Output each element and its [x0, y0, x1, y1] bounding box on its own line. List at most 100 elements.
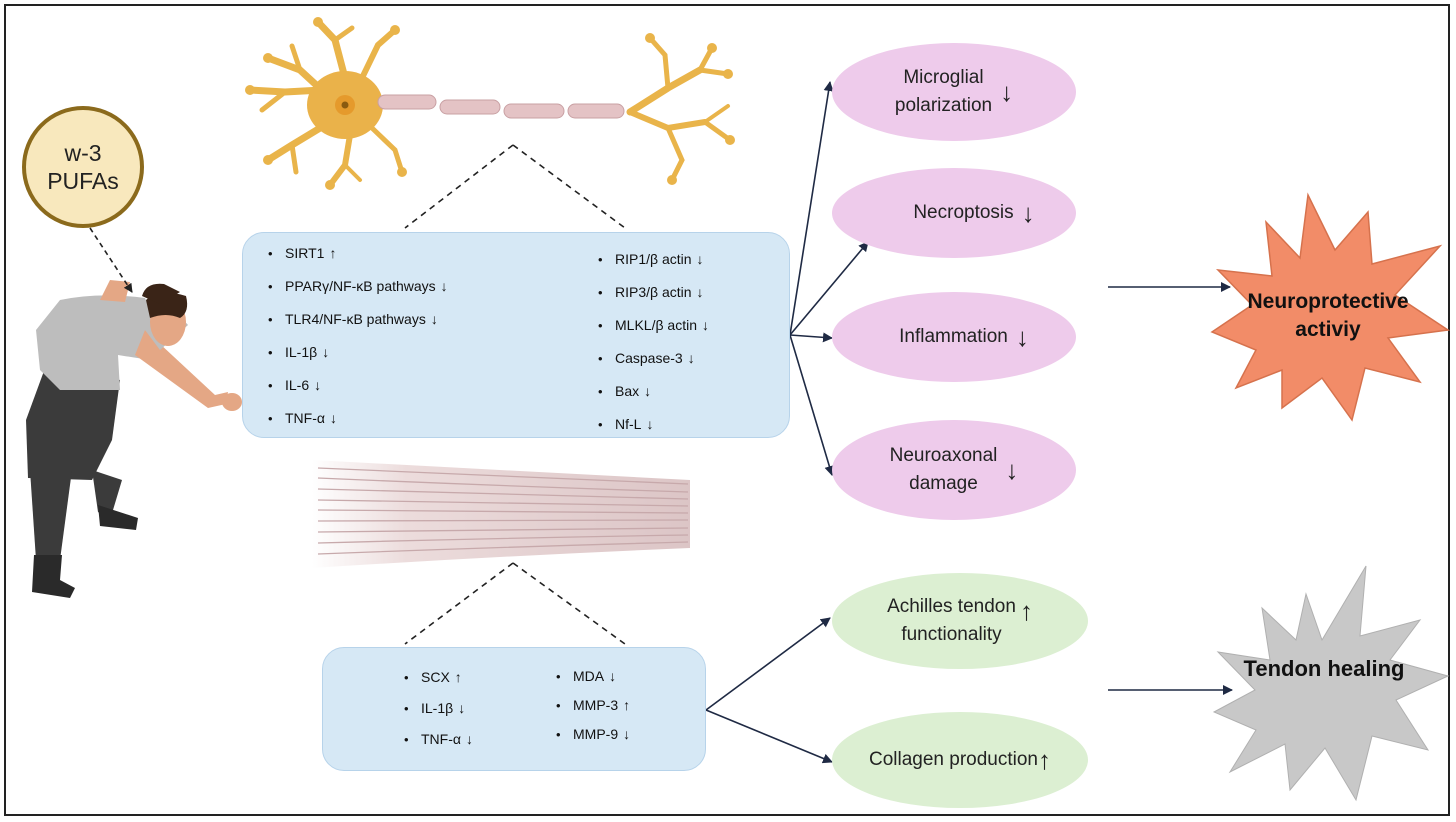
tendon-markers-right-list: MDA↓MMP-3↑MMP-9↓	[556, 668, 631, 755]
marker-label: Nf-L	[615, 416, 642, 432]
marker-label: IL-1β	[285, 344, 318, 360]
marker-label: SCX	[421, 669, 450, 685]
achilles-tendon-ellipse: Achilles tendon functionality ↑	[832, 573, 1088, 669]
marker-item: SCX↑	[404, 669, 473, 686]
nerve-outcome-arrows	[789, 81, 869, 476]
marker-label: PPARγ/NF-κB pathways	[285, 278, 436, 294]
marker-label: MDA	[573, 668, 605, 684]
neuroprotective-burst	[1210, 192, 1451, 422]
marker-item: TNF-α↓	[268, 410, 448, 427]
marker-label: TNF-α	[421, 731, 461, 747]
tendon-illustration	[312, 460, 690, 568]
inflammation-ellipse: Inflammation ↓	[832, 292, 1076, 382]
collagen-production-ellipse: Collagen production ↑	[832, 712, 1088, 808]
neuroprotective-line2: activiy	[1295, 318, 1361, 341]
marker-item: PPARγ/NF-κB pathways↓	[268, 278, 448, 295]
up-arrow-icon: ↑	[623, 697, 631, 713]
necroptosis-label: Necroptosis	[913, 202, 1014, 223]
inflammation-arrow: ↓	[1015, 322, 1029, 352]
down-arrow-icon: ↓	[701, 317, 709, 333]
marker-item: IL-1β↓	[268, 344, 448, 361]
marker-label: MMP-9	[573, 726, 619, 742]
marker-label: SIRT1	[285, 245, 325, 261]
marker-label: TNF-α	[285, 410, 325, 426]
figure-frame	[4, 4, 1450, 816]
neuroaxonal-line1: Neuroaxonal	[889, 445, 998, 466]
pufa-line2: PUFAs	[47, 168, 119, 194]
up-arrow-icon: ↑	[454, 669, 462, 685]
necroptosis-ellipse: Necroptosis ↓	[832, 168, 1076, 258]
achilles-line2: functionality	[901, 624, 1002, 645]
marker-item: Nf-L↓	[598, 416, 709, 433]
pufa-line1: w-3	[64, 140, 102, 166]
down-arrow-icon: ↓	[646, 416, 654, 432]
up-arrow-icon: ↑	[329, 245, 337, 261]
marker-item: SIRT1↑	[268, 245, 448, 262]
down-arrow-icon: ↓	[696, 284, 704, 300]
marker-item: Caspase-3↓	[598, 350, 709, 367]
marker-label: Bax	[615, 383, 640, 399]
marker-label: IL-1β	[421, 700, 454, 716]
down-arrow-icon: ↓	[644, 383, 652, 399]
marker-label: MLKL/β actin	[615, 317, 697, 333]
axon-myelin	[377, 94, 625, 119]
marker-label: RIP3/β actin	[615, 284, 692, 300]
down-arrow-icon: ↓	[430, 311, 438, 327]
marker-item: TLR4/NF-κB pathways↓	[268, 311, 448, 328]
microglial-line1: Microglial	[903, 67, 984, 88]
neuroaxonal-arrow: ↓	[1005, 455, 1019, 485]
down-arrow-icon: ↓	[329, 410, 337, 426]
inflammation-label: Inflammation	[899, 326, 1008, 347]
marker-item: RIP3/β actin↓	[598, 284, 709, 301]
marker-item: RIP1/β actin↓	[598, 251, 709, 268]
pufa-to-person-arrow	[89, 227, 133, 293]
marker-item: MMP-3↑	[556, 697, 631, 714]
tendon-healing-burst	[1212, 565, 1450, 802]
marker-label: TLR4/NF-κB pathways	[285, 311, 426, 327]
marker-item: MDA↓	[556, 668, 630, 685]
tendon-markers-left-list: SCX↑IL-1β↓TNF-α↓	[404, 669, 473, 762]
marker-item: MLKL/β actin↓	[598, 317, 709, 334]
down-arrow-icon: ↓	[314, 377, 322, 393]
down-arrow-icon: ↓	[322, 344, 330, 360]
nerve-markers-left-list: SIRT1↑PPARγ/NF-κB pathways↓TLR4/NF-κB pa…	[268, 245, 448, 443]
tendon-connector-lines	[404, 562, 626, 645]
down-arrow-icon: ↓	[623, 726, 631, 742]
down-arrow-icon: ↓	[458, 700, 466, 716]
tendon-healing-label: Tendon healing	[1243, 656, 1405, 681]
marker-item: IL-6↓	[268, 377, 448, 394]
neuroaxonal-damage-ellipse: Neuroaxonal damage ↓	[832, 420, 1076, 520]
achilles-arrow: ↑	[1019, 596, 1033, 626]
collagen-label: Collagen production	[868, 749, 1038, 770]
necroptosis-arrow: ↓	[1021, 198, 1035, 228]
down-arrow-icon: ↓	[465, 731, 473, 747]
collagen-arrow: ↑	[1038, 745, 1051, 775]
tendon-markers-box: SCX↑IL-1β↓TNF-α↓ MDA↓MMP-3↑MMP-9↓	[322, 647, 706, 771]
neuron-illustration	[246, 18, 733, 188]
microglial-polarization-ellipse: Microglial polarization ↓	[832, 43, 1076, 141]
marker-item: Bax↓	[598, 383, 709, 400]
down-arrow-icon: ↓	[696, 251, 704, 267]
microglial-line2: polarization	[894, 95, 993, 116]
neuron-terminals	[245, 17, 735, 190]
achilles-line1: Achilles tendon	[887, 596, 1016, 617]
nerve-markers-box: SIRT1↑PPARγ/NF-κB pathways↓TLR4/NF-κB pa…	[242, 232, 790, 438]
down-arrow-icon: ↓	[687, 350, 695, 366]
tendon-outcome-arrows	[705, 617, 833, 764]
marker-label: IL-6	[285, 377, 310, 393]
omega3-pufa-circle: w-3 PUFAs	[22, 106, 144, 228]
marker-label: RIP1/β actin	[615, 251, 692, 267]
neuroaxonal-line2: damage	[909, 473, 978, 494]
microglial-arrow: ↓	[1000, 77, 1014, 107]
marker-item: IL-1β↓	[404, 700, 473, 717]
down-arrow-icon: ↓	[440, 278, 448, 294]
marker-label: MMP-3	[573, 697, 619, 713]
down-arrow-icon: ↓	[609, 668, 617, 684]
neuroprotective-line1: Neuroprotective	[1247, 290, 1409, 313]
marker-label: Caspase-3	[615, 350, 683, 366]
neuroprotective-label: Neuroprotective activiy	[1218, 288, 1438, 344]
neuron-connector-lines	[404, 144, 626, 229]
marker-item: MMP-9↓	[556, 726, 631, 743]
person-illustration	[26, 280, 242, 598]
